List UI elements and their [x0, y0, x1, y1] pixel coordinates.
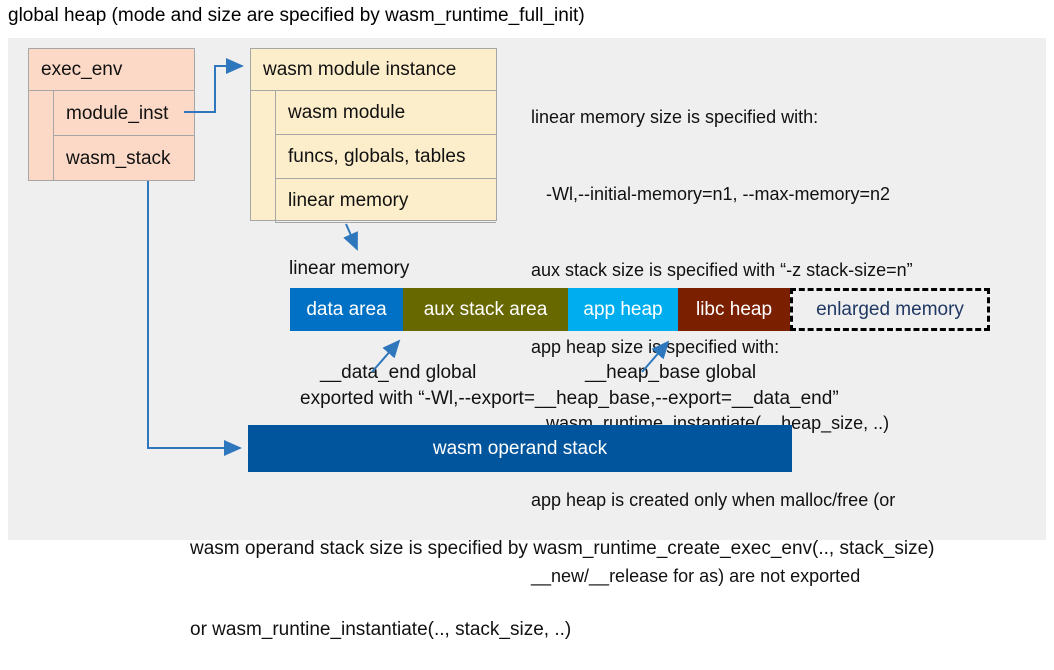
- exec-env-row-wasm-stack: wasm_stack: [53, 136, 194, 181]
- note-line: linear memory size is specified with:: [531, 107, 819, 127]
- segment-app-heap: app heap: [568, 288, 678, 331]
- wasm-operand-stack-bar: wasm operand stack: [248, 425, 792, 472]
- module-instance-row-linear-memory: linear memory: [275, 179, 496, 223]
- note-line: aux stack size is specified with “-z sta…: [531, 260, 913, 280]
- segment-aux-stack-area: aux stack area: [403, 288, 568, 331]
- exec-env-row-module-inst: module_inst: [53, 91, 194, 136]
- module-instance-box: wasm module instance wasm module funcs, …: [250, 48, 497, 223]
- segment-libc-heap: libc heap: [678, 288, 790, 331]
- module-instance-row-funcs-globals-tables: funcs, globals, tables: [275, 135, 496, 179]
- note-line: app heap is created only when malloc/fre…: [531, 489, 896, 510]
- note-line: wasm operand stack size is specified by …: [190, 538, 935, 559]
- module-instance-row-wasm-module: wasm module: [275, 91, 496, 135]
- segment-data-area: data area: [290, 288, 403, 331]
- page-title: global heap (mode and size are specified…: [8, 5, 585, 26]
- linear-memory-label: linear memory: [289, 258, 410, 279]
- exec-env-box: exec_env module_inst wasm_stack: [28, 48, 195, 181]
- data-end-global-label: __data_end global: [320, 362, 477, 383]
- operand-stack-notes: wasm operand stack size is specified by …: [190, 481, 935, 670]
- exec-env-title: exec_env: [29, 49, 194, 91]
- segment-enlarged-memory: enlarged memory: [790, 288, 990, 331]
- note-line: app heap size is specified with:: [531, 336, 780, 357]
- note-line: -Wl,--initial-memory=n1, --max-memory=n2: [531, 183, 891, 204]
- note-line: or wasm_runtine_instantiate(.., stack_si…: [190, 619, 572, 640]
- linear-memory-bar: data area aux stack area app heap libc h…: [290, 288, 990, 331]
- module-instance-title: wasm module instance: [251, 49, 496, 91]
- heap-base-global-label: __heap_base global: [585, 362, 757, 383]
- export-flags-label: exported with “-Wl,--export=__heap_base,…: [300, 388, 839, 409]
